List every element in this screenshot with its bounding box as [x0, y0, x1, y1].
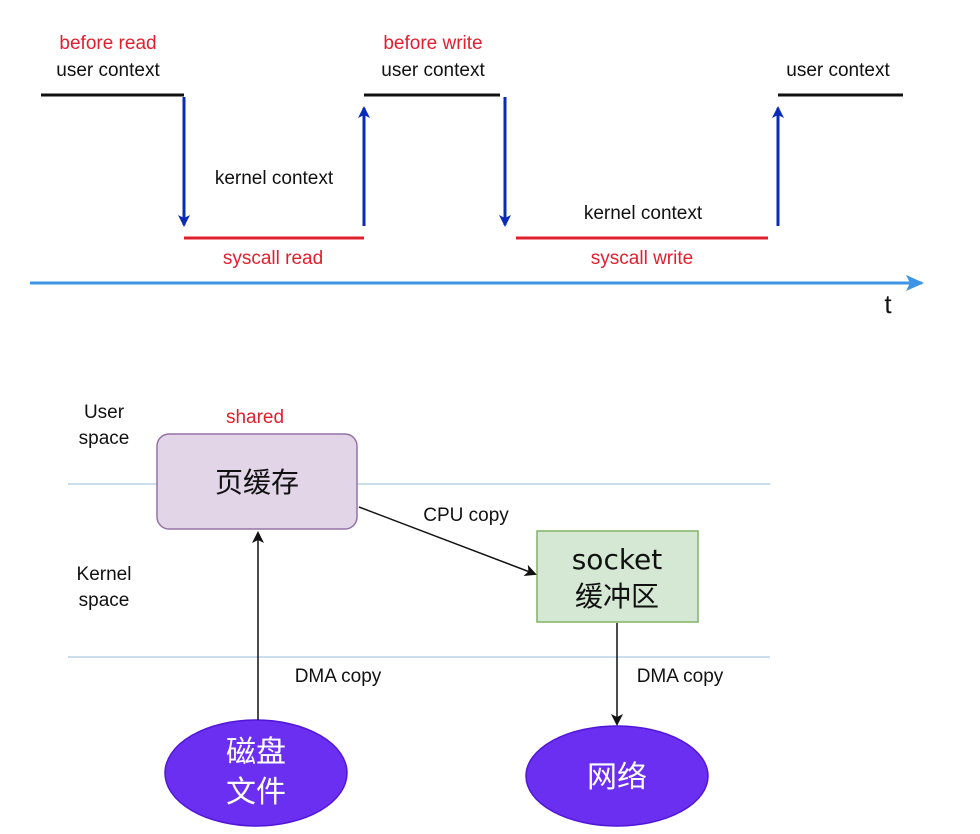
shared-label: shared	[226, 407, 284, 428]
socket-buffer-box	[536, 530, 699, 623]
network-label: 网络	[587, 760, 647, 795]
before-write-label: before write	[383, 33, 482, 54]
time-axis-label: t	[884, 289, 892, 319]
page-cache-box	[156, 433, 358, 530]
socket-buffer-label-line2: 缓冲区	[575, 580, 659, 613]
user-space-label-line2: space	[79, 428, 130, 449]
disk-file-node	[164, 719, 348, 827]
user-context-label-1: user context	[56, 60, 160, 81]
before-read-label: before read	[59, 33, 156, 54]
zero-copy-diagram: User space Kernel space shared 页缓存 socke…	[68, 402, 770, 827]
cpu-copy-label: CPU copy	[423, 505, 509, 526]
kernel-context-label-1: kernel context	[215, 168, 334, 189]
user-context-label-2: user context	[381, 60, 485, 81]
socket-buffer-label-line1: socket	[572, 543, 663, 576]
kernel-space-label-line1: Kernel	[77, 564, 132, 585]
syscall-write-label: syscall write	[591, 248, 693, 269]
page-cache-label: 页缓存	[215, 466, 299, 499]
kernel-space-label-line2: space	[79, 590, 130, 611]
syscall-read-label: syscall read	[223, 248, 323, 269]
dma-copy-label-left: DMA copy	[295, 666, 382, 687]
disk-file-label-line1: 磁盘	[226, 735, 286, 770]
cpu-copy-cache-to-socket-arrow	[358, 506, 537, 577]
user-context-label-3: user context	[786, 60, 890, 81]
kernel-context-label-2: kernel context	[584, 203, 703, 224]
dma-copy-label-right: DMA copy	[637, 666, 724, 687]
context-switch-timeline: before read user context before write us…	[30, 33, 924, 319]
user-space-label-line1: User	[84, 402, 125, 423]
disk-file-label-line2: 文件	[226, 775, 286, 810]
network-node	[525, 725, 709, 827]
